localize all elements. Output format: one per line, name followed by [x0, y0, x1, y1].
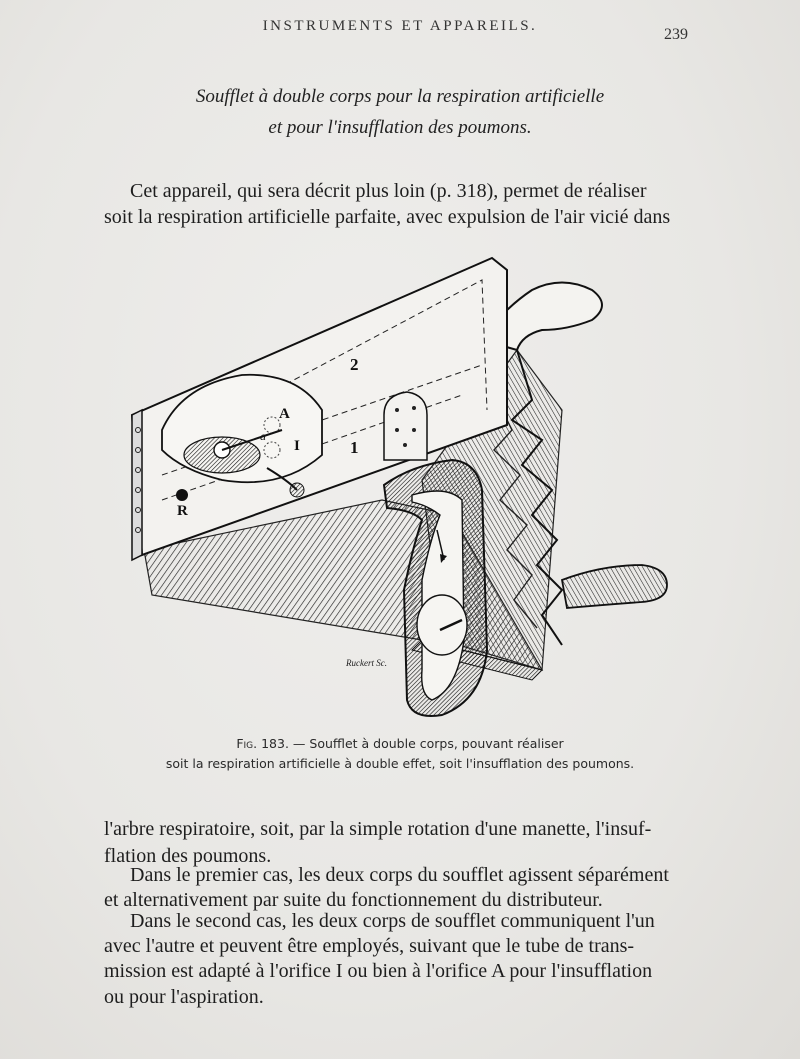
paragraph-4-line-1: Dans le second cas, les deux corps de so… — [130, 910, 655, 932]
label-orifice-i: I — [294, 438, 300, 454]
label-small-a: a — [260, 429, 266, 443]
edge-rivets — [135, 427, 141, 533]
paragraph-3-line-2: et alternativement par suite du fonction… — [104, 889, 603, 911]
paragraph-2-line-1: l'arbre respiratoire, soit, par la simpl… — [104, 818, 652, 840]
crank-lever — [382, 458, 489, 717]
section-title-line-2: et pour l'insufflation des poumons. — [268, 117, 532, 138]
paragraph-1-line-2: soit la respiration artificielle parfait… — [104, 206, 671, 228]
engraver-signature: Ruckert Sc. — [345, 658, 387, 668]
paragraph-1-line-1: Cet appareil, qui sera décrit plus loin … — [130, 180, 647, 202]
label-orifice-r: R — [177, 503, 188, 519]
figure-caption-text: — Soufflet à double corps, pouvant réali… — [288, 736, 564, 751]
section-title-line-1: Soufflet à double corps pour la respirat… — [195, 86, 605, 107]
figure-number: Fig. 183. — [236, 736, 289, 751]
page-number: 239 — [664, 26, 688, 43]
top-handle — [480, 281, 603, 352]
paragraph-2-line-2: flation des poumons. — [104, 845, 272, 867]
label-chamber-1: 1 — [350, 438, 359, 457]
figure-caption-line-1: Fig. 183. — Soufflet à double corps, pou… — [0, 736, 800, 751]
distributor-disk — [161, 373, 323, 501]
paragraph-4-line-2: avec l'autre et peuvent être employés, s… — [104, 935, 635, 957]
metal-plate — [383, 391, 428, 461]
paragraph-3-line-1: Dans le premier cas, les deux corps du s… — [130, 864, 669, 886]
label-chamber-2: 2 — [350, 355, 359, 374]
paragraph-4-line-4: ou pour l'aspiration. — [104, 986, 264, 1008]
figure-caption-line-2: soit la respiration artificielle à doubl… — [165, 756, 635, 771]
bottom-handle — [560, 564, 668, 609]
bellows-engraving: 2 1 A I R a Ruckert Sc. — [130, 256, 668, 717]
running-head: INSTRUMENTS ET APPAREILS. — [262, 18, 538, 34]
paragraph-4-line-3: mission est adapté à l'orifice I ou bien… — [104, 960, 653, 982]
label-orifice-a: A — [279, 406, 290, 422]
